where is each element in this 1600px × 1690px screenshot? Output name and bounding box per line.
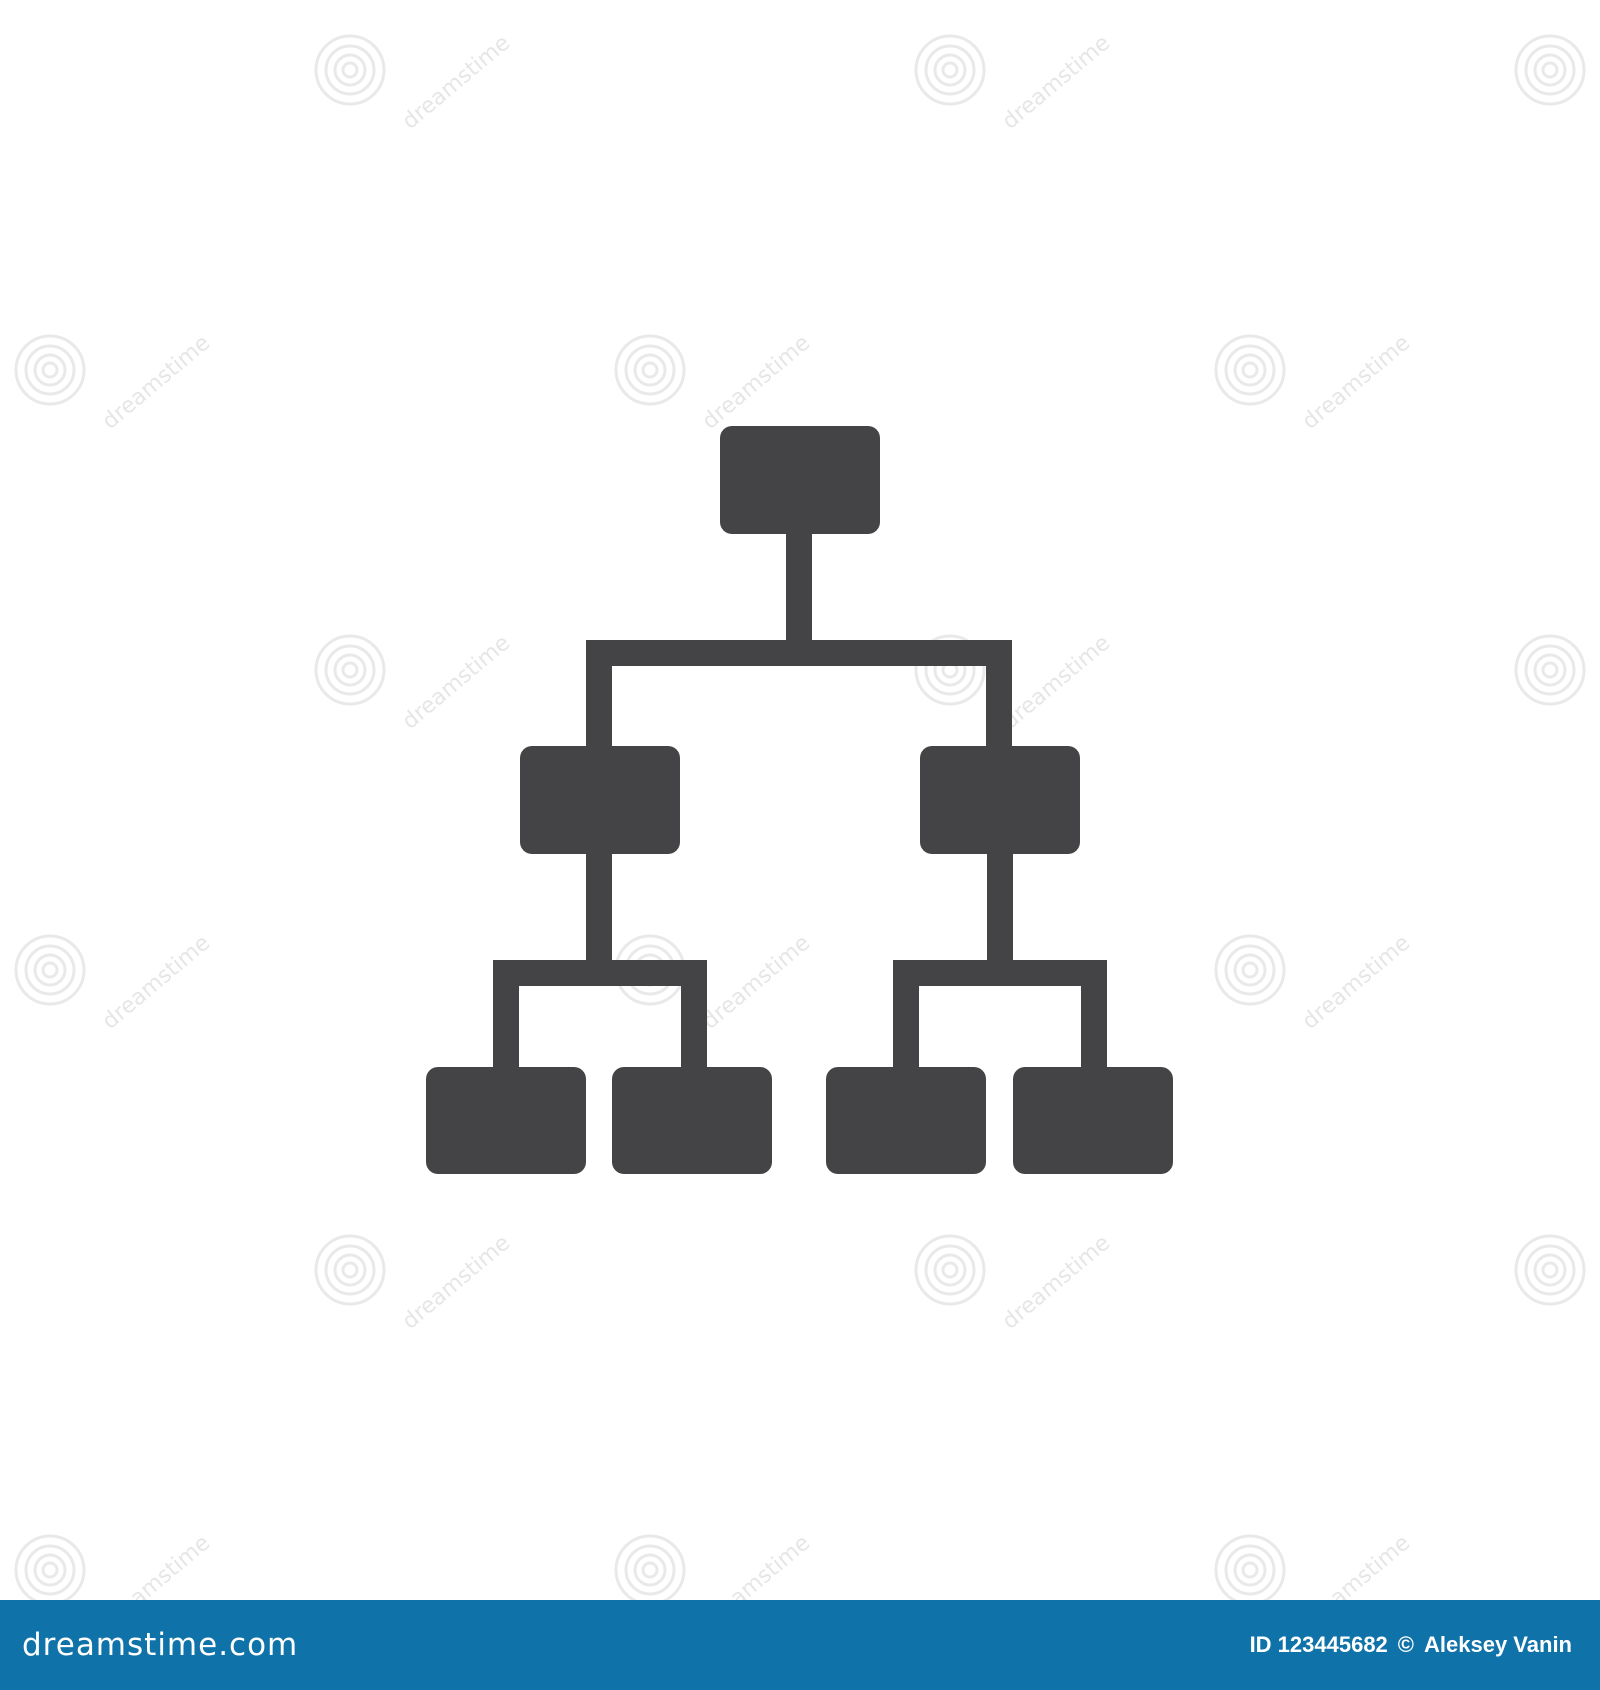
level1-left-node (520, 746, 680, 854)
level1-right-node (920, 746, 1080, 854)
copyright-icon: © (1397, 1632, 1415, 1657)
leaf-node-2 (612, 1067, 772, 1174)
hierarchy-structure-icon (426, 426, 1173, 1174)
right-branch-stem (987, 850, 1013, 964)
level1-right-drop (986, 640, 1012, 752)
image-id: ID 123445682 (1249, 1632, 1388, 1657)
level1-left-drop (586, 640, 612, 752)
left-branch-bar (493, 960, 707, 986)
author-name[interactable]: Aleksey Vanin (1424, 1632, 1572, 1657)
left-branch-drop-a (493, 960, 519, 1072)
leaf-node-1 (426, 1067, 586, 1174)
leaf-node-3 (826, 1067, 986, 1174)
image-credit: ID 123445682 © Aleksey Vanin (1250, 1632, 1572, 1658)
right-branch-drop-a (893, 960, 919, 1072)
right-branch-drop-b (1081, 960, 1107, 1072)
footer-bar: dreamstime.com ID 123445682 © Aleksey Va… (0, 1600, 1600, 1690)
root-node (720, 426, 880, 534)
level1-bar (586, 640, 1012, 666)
left-branch-drop-b (681, 960, 707, 1072)
brand-logo[interactable]: dreamstime.com (22, 1627, 299, 1663)
left-branch-stem (586, 850, 612, 964)
leaf-node-4 (1013, 1067, 1173, 1174)
right-branch-bar (893, 960, 1107, 986)
root-stem (786, 528, 812, 643)
